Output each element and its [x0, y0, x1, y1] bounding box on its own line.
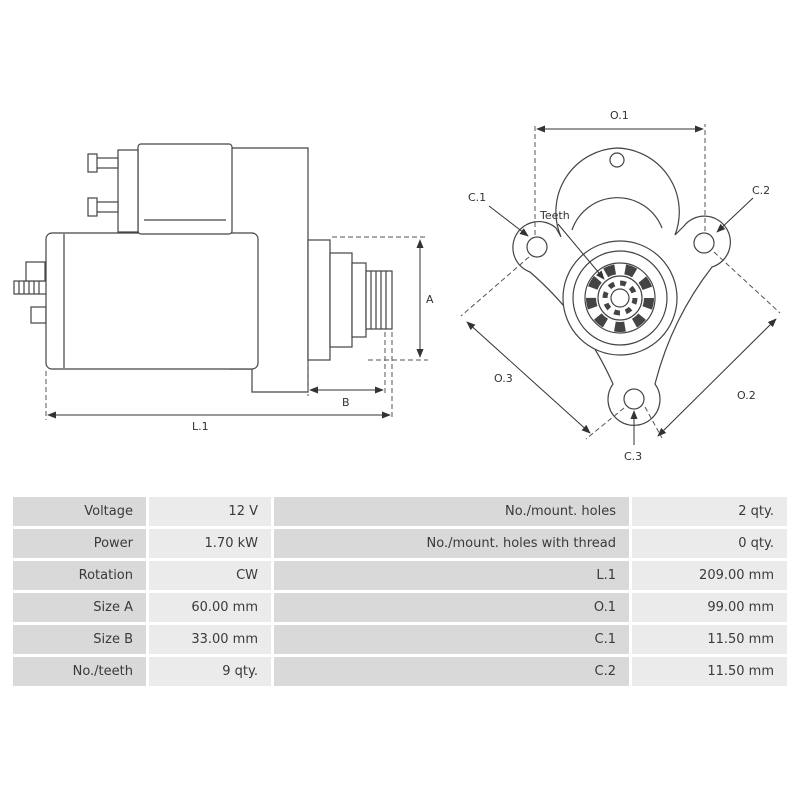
- side-view-drawing: [13, 143, 393, 393]
- gear-boss: [562, 240, 678, 356]
- dim-label-c1: C.1: [468, 191, 486, 204]
- spec-value: 11.50 mm: [632, 625, 787, 654]
- spec-value: 209.00 mm: [632, 561, 787, 590]
- spec-value: 2 qty.: [632, 497, 787, 526]
- spec-value: 99.00 mm: [632, 593, 787, 622]
- spec-label: Power: [13, 529, 146, 558]
- dim-label-o1: O.1: [610, 109, 629, 122]
- dim-label-c2: C.2: [752, 184, 770, 197]
- table-row: Rotation CW L.1 209.00 mm: [13, 561, 787, 590]
- pinion-gear: [365, 270, 393, 330]
- spec-label: No./mount. holes: [274, 497, 629, 526]
- top-hole: [609, 152, 625, 168]
- spline: [602, 280, 638, 316]
- front-view-dimensions: [460, 124, 781, 445]
- table-row: Power 1.70 kW No./mount. holes with thre…: [13, 529, 787, 558]
- spec-label: Size A: [13, 593, 146, 622]
- spec-label: C.2: [274, 657, 629, 686]
- table-row: Voltage 12 V No./mount. holes 2 qty.: [13, 497, 787, 526]
- spec-value: 1.70 kW: [149, 529, 271, 558]
- spec-label: Size B: [13, 625, 146, 654]
- spec-table: Voltage 12 V No./mount. holes 2 qty. Pow…: [10, 494, 790, 689]
- front-view-drawing: [512, 147, 731, 426]
- spec-label: Voltage: [13, 497, 146, 526]
- spec-value: 0 qty.: [632, 529, 787, 558]
- spec-value: 60.00 mm: [149, 593, 271, 622]
- spec-value: 33.00 mm: [149, 625, 271, 654]
- output-shaft: [307, 239, 367, 361]
- dim-label-a: A: [426, 293, 434, 306]
- table-row: Size A 60.00 mm O.1 99.00 mm: [13, 593, 787, 622]
- arch-inner-line: [571, 197, 663, 231]
- dim-label-o3: O.3: [494, 372, 513, 385]
- starter-motor-diagram: A B L.1: [13, 109, 781, 463]
- technical-drawings: A B L.1: [13, 109, 781, 463]
- spec-label: O.1: [274, 593, 629, 622]
- mount-hole-c3: [623, 388, 645, 410]
- spec-label: No./teeth: [13, 657, 146, 686]
- table-row: Size B 33.00 mm C.1 11.50 mm: [13, 625, 787, 654]
- gear-teeth: [586, 264, 654, 332]
- spec-value: 11.50 mm: [632, 657, 787, 686]
- spec-label: Rotation: [13, 561, 146, 590]
- dim-label-o2: O.2: [737, 389, 756, 402]
- dim-label-l1: L.1: [192, 420, 209, 433]
- mount-hole-c2: [693, 232, 715, 254]
- teeth-label: Teeth: [539, 209, 570, 222]
- side-view-dimensions: [45, 236, 428, 420]
- terminal-stud: [13, 261, 48, 324]
- dim-label-c3: C.3: [624, 450, 642, 463]
- spec-value: CW: [149, 561, 271, 590]
- dim-label-b: B: [342, 396, 350, 409]
- spec-table-section: Voltage 12 V No./mount. holes 2 qty. Pow…: [0, 488, 800, 689]
- solenoid: [87, 143, 233, 235]
- mount-hole-c1: [526, 236, 548, 258]
- table-row: No./teeth 9 qty. C.2 11.50 mm: [13, 657, 787, 686]
- spec-label: C.1: [274, 625, 629, 654]
- spec-value: 9 qty.: [149, 657, 271, 686]
- spec-label: L.1: [274, 561, 629, 590]
- spec-value: 12 V: [149, 497, 271, 526]
- motor-body: [45, 232, 259, 370]
- spec-label: No./mount. holes with thread: [274, 529, 629, 558]
